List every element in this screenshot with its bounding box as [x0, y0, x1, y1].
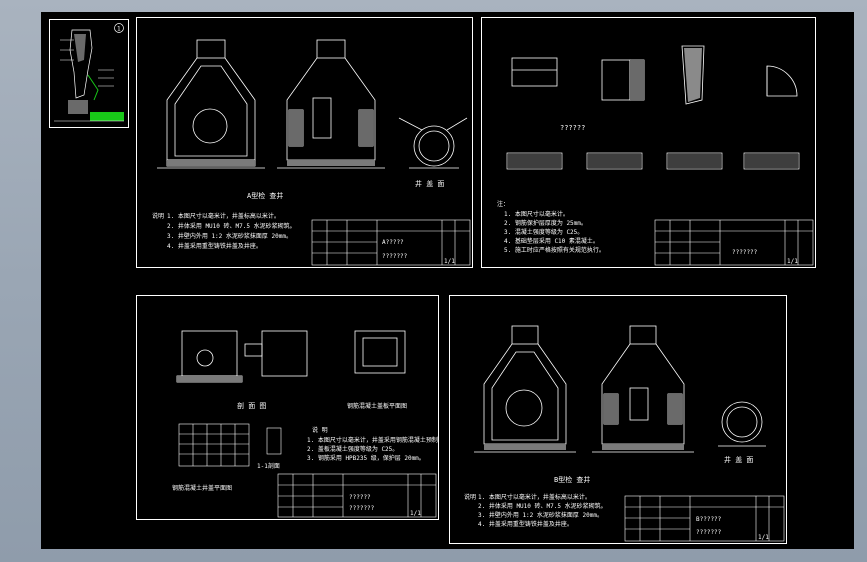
sheet-1-notes-title: 说明 — [152, 212, 164, 220]
sheet-3-section-label: 1-1剖面 — [257, 462, 280, 470]
sheet-4-note-4: 4. 井盖采用重型铸铁井盖及井座。 — [478, 520, 573, 528]
sheet-3-drawing-code: ??????? — [349, 505, 375, 512]
sheet-4-sheet-number: 1/1 — [758, 534, 769, 541]
sheet-3-note-3: 3. 钢筋采用 HPB235 级，保护层 20mm。 — [307, 454, 425, 462]
sheet-3-note-2: 2. 盖板混凝土强度等级为 C25。 — [307, 445, 398, 453]
sheet-3-section-title: 剖 面 图 — [237, 401, 266, 410]
sheet-3-plan-title: 钢筋混凝土井盖平面图 — [172, 484, 232, 492]
sheet-2-note-4: 4. 基础垫层采用 C10 素混凝土。 — [504, 237, 599, 245]
sheet-3-notes-title: 说 明 — [312, 426, 328, 434]
sheet-3-note-1: 1. 本图尺寸以毫米计，井盖采用钢筋混凝土预制。 — [307, 436, 438, 444]
sheet-4-plan-title: 井 盖 面 — [724, 455, 753, 464]
sheet-4-note-2: 2. 井体采用 MU10 砖、M7.5 水泥砂浆砌筑。 — [478, 502, 607, 510]
sheet-1-frame[interactable]: A型检 查井 井 盖 面 说明 1. 本图尺寸以毫米计，井盖标高以米计。 2. … — [136, 17, 473, 268]
sheet-1-title-block — [311, 219, 471, 266]
sheet-2-note-3: 3. 混凝土强度等级为 C25。 — [504, 228, 583, 236]
sheet-4-note-1: 1. 本图尺寸以毫米计，井盖标高以米计。 — [478, 493, 591, 501]
sheet-1-drawing: A型检 查井 井 盖 面 说明 1. 本图尺寸以毫米计，井盖标高以米计。 2. … — [152, 39, 471, 266]
sheet-2-section-title: ?????? — [560, 124, 585, 132]
sheet-3-drawing-name: ?????? — [349, 494, 371, 501]
thumbnail-badge: 1 — [117, 26, 121, 33]
sheet-1-drawing-code: ??????? — [382, 253, 408, 260]
sheet-3-frame[interactable]: 剖 面 图 钢筋混凝土盖板平面图 1-1剖面 钢筋混凝土井盖平面图 说 明 1.… — [136, 295, 444, 520]
sheet-2-drawing-name: ??????? — [732, 249, 758, 256]
sheet-3-sheet-number: 1/1 — [410, 510, 421, 517]
sheet-4-drawing: B型检 查井 井 盖 面 说明 1. 本图尺寸以毫米计，井盖标高以米计。 2. … — [464, 325, 785, 542]
sheet-4-title-block — [624, 495, 785, 542]
drawing-canvas[interactable]: 1 — [41, 12, 854, 549]
sheet-4-drawing-code: ??????? — [696, 529, 722, 536]
sheet-2-frame[interactable]: ?????? 注： 1. 本图尺寸以毫米计。 2. 钢筋保护层厚度为 25mm。… — [481, 17, 816, 268]
sheet-2-notes-title: 注： — [497, 200, 509, 208]
sheet-1-note-4: 4. 井盖采用重型铸铁井盖及井座。 — [167, 242, 262, 250]
sheet-2-sheet-number: 1/1 — [787, 258, 798, 265]
sheet-4-frame[interactable]: B型检 查井 井 盖 面 说明 1. 本图尺寸以毫米计，井盖标高以米计。 2. … — [449, 295, 787, 544]
sheet-4-note-3: 3. 井壁内外用 1:2 水泥砂浆抹面厚 20mm。 — [478, 511, 603, 519]
sheet-2-drawing: ?????? 注： 1. 本图尺寸以毫米计。 2. 钢筋保护层厚度为 25mm。… — [497, 45, 814, 266]
sheet-1-plan-title: 井 盖 面 — [415, 179, 444, 188]
sheet-2-note-1: 1. 本图尺寸以毫米计。 — [504, 210, 569, 218]
sheet-2-note-2: 2. 钢筋保护层厚度为 25mm。 — [504, 219, 587, 227]
sheet-1-section-title: A型检 查井 — [247, 191, 283, 200]
sheet-3-plan-title-2: 钢筋混凝土盖板平面图 — [347, 402, 407, 410]
sheet-4-section-title: B型检 查井 — [554, 475, 590, 484]
sheet-3-drawing: 剖 面 图 钢筋混凝土盖板平面图 1-1剖面 钢筋混凝土井盖平面图 说 明 1.… — [172, 330, 444, 518]
sheet-1-drawing-name: A????? — [382, 239, 404, 246]
sheet-4-notes-title: 说明 — [464, 493, 476, 501]
sheet-1-note-1: 1. 本图尺寸以毫米计，井盖标高以米计。 — [167, 212, 280, 220]
sheet-2-note-5: 5. 施工时应严格按照有关规范执行。 — [504, 246, 605, 254]
thumbnail-sheet[interactable]: 1 — [49, 19, 129, 128]
sheet-4-drawing-name: B?????? — [696, 516, 722, 523]
thumbnail-drawing: 1 — [54, 23, 124, 122]
sheet-2-title-block — [654, 219, 814, 266]
sheet-1-note-3: 3. 井壁内外用 1:2 水泥砂浆抹面厚 20mm。 — [167, 232, 292, 240]
sheet-3-title-block — [277, 473, 437, 518]
sheet-1-note-2: 2. 井体采用 MU10 砖、M7.5 水泥砂浆砌筑。 — [167, 222, 296, 230]
sheet-1-sheet-number: 1/1 — [444, 258, 455, 265]
